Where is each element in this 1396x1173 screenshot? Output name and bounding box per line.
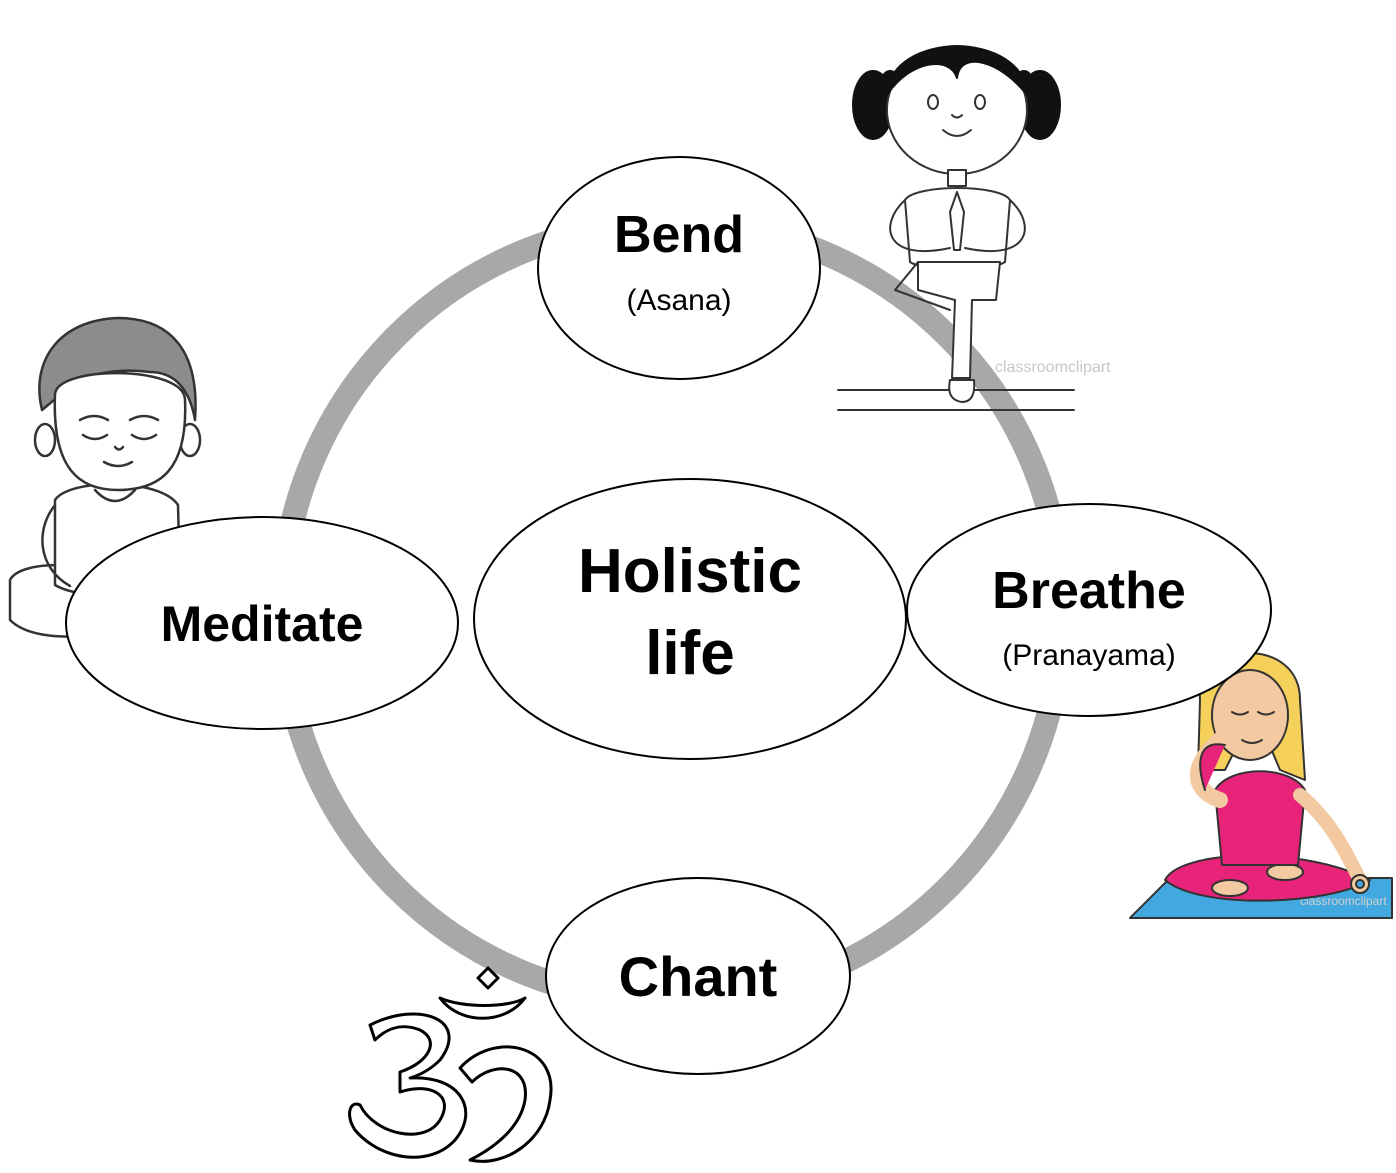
node-chant: Chant [545, 877, 851, 1075]
node-meditate-title: Meditate [161, 596, 364, 652]
center-title-line2: life [645, 619, 735, 688]
girl-tree-pose-icon: classroomclipart [837, 45, 1111, 411]
node-breathe-subtitle: (Pranayama) [1002, 639, 1175, 672]
node-bend-title: Bend [614, 206, 744, 264]
node-center: Holistic life [473, 478, 907, 760]
node-meditate: Meditate [65, 516, 459, 730]
node-chant-title: Chant [619, 945, 778, 1008]
center-title-line1: Holistic [578, 537, 802, 606]
node-bend: Bend (Asana) [537, 156, 821, 380]
om-symbol-icon [348, 966, 553, 1163]
node-bend-subtitle: (Asana) [626, 284, 731, 317]
woman-pranayama-icon: classroomclipart [1129, 652, 1393, 919]
girl-watermark: classroomclipart [995, 359, 1111, 376]
node-breathe: Breathe (Pranayama) [906, 503, 1272, 717]
woman-watermark: classroomclipart [1300, 894, 1387, 908]
node-breathe-title: Breathe [992, 562, 1186, 620]
